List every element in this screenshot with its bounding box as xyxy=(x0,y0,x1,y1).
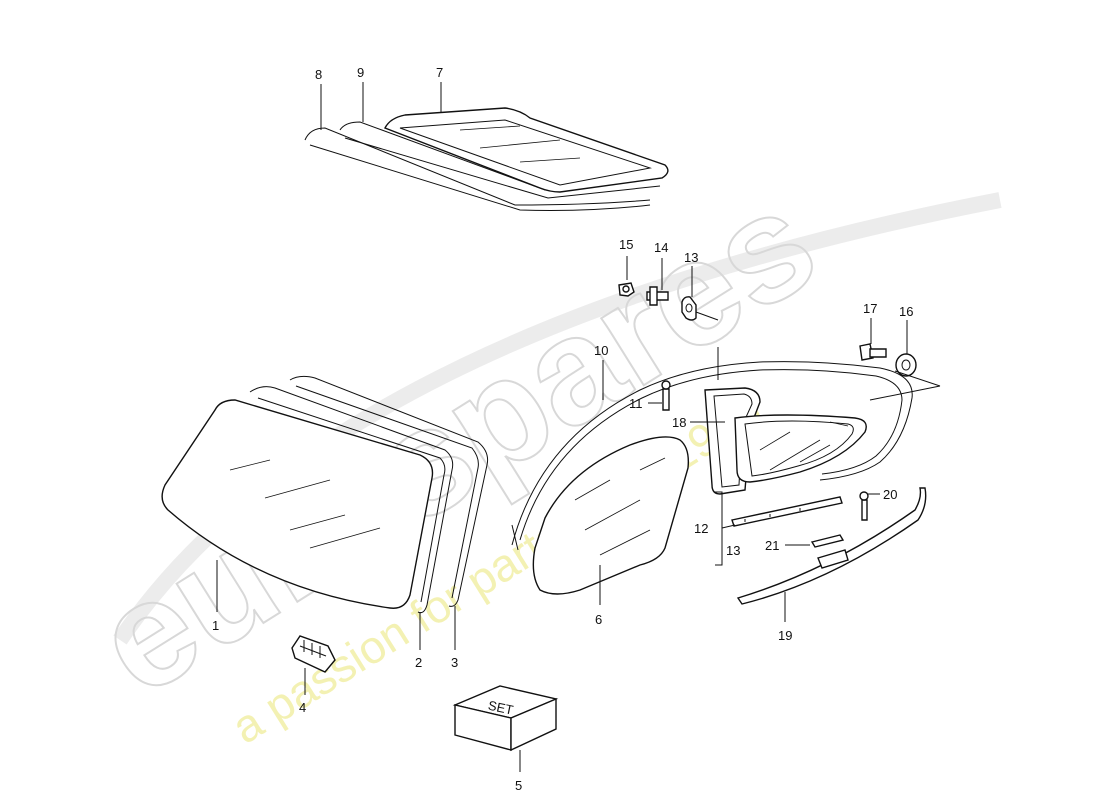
roof-seal-outer xyxy=(304,127,651,206)
callout-8: 8 xyxy=(315,67,322,82)
callout-13-top: 13 xyxy=(684,250,698,265)
fastener-20 xyxy=(859,491,869,521)
callout-2: 2 xyxy=(415,655,422,670)
callout-7: 7 xyxy=(436,65,443,80)
callout-19: 19 xyxy=(778,628,792,643)
callout-9: 9 xyxy=(357,65,364,80)
callout-10: 10 xyxy=(594,343,608,358)
windscreen-assembly xyxy=(161,375,489,614)
callout-5: 5 xyxy=(515,778,522,793)
window-channel-seal xyxy=(511,361,913,546)
callout-18: 18 xyxy=(672,415,686,430)
roof-glass xyxy=(384,107,669,193)
hardware-14 xyxy=(646,286,669,306)
hardware-15 xyxy=(618,282,635,297)
mirror-clip xyxy=(291,635,336,673)
fastener-11 xyxy=(661,380,671,411)
quarter-window-assembly xyxy=(704,387,867,495)
seal-strips-12-13 xyxy=(731,496,843,527)
callout-15: 15 xyxy=(619,237,633,252)
windscreen-seal xyxy=(249,386,454,614)
callout-6: 6 xyxy=(595,612,602,627)
door-window-assembly xyxy=(511,361,913,595)
callout-3: 3 xyxy=(451,655,458,670)
roof-glass-assembly xyxy=(304,107,669,211)
callout-17: 17 xyxy=(863,301,877,316)
callout-14: 14 xyxy=(654,240,668,255)
roof-seal-inner xyxy=(339,121,656,191)
callout-1: 1 xyxy=(212,618,219,633)
windscreen-trim xyxy=(289,375,489,607)
callout-20: 20 xyxy=(883,487,897,502)
sill-trim-19 xyxy=(736,487,927,605)
callout-12: 12 xyxy=(694,521,708,536)
callout-11: 11 xyxy=(629,396,643,411)
callout-13-bottom: 13 xyxy=(726,543,740,558)
hardware-17 xyxy=(859,343,887,361)
hardware-16 xyxy=(895,353,917,377)
set-box: SET xyxy=(452,685,559,752)
callout-16: 16 xyxy=(899,304,913,319)
watermark-swoosh xyxy=(113,192,1002,645)
windscreen-glass xyxy=(161,399,434,609)
hardware-13 xyxy=(681,296,697,321)
set-box-label: SET xyxy=(487,698,515,718)
callout-4: 4 xyxy=(299,700,306,715)
quarter-window-glass xyxy=(734,414,867,483)
pad-21 xyxy=(810,534,845,548)
callout-21: 21 xyxy=(765,538,779,553)
